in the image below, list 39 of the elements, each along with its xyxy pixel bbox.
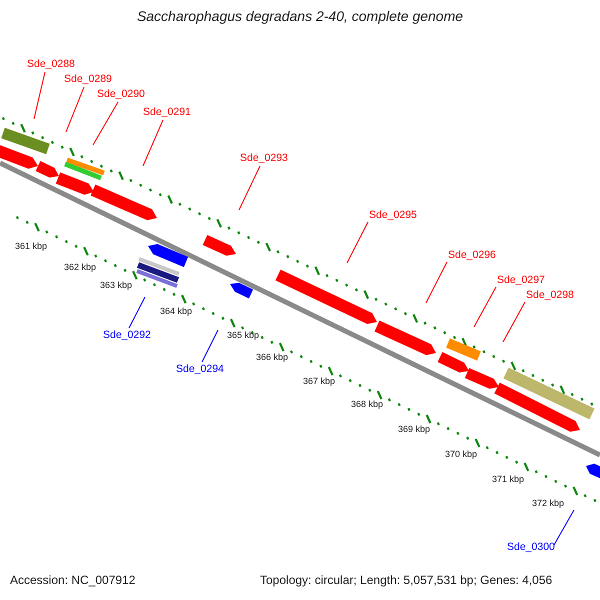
footer-text: Accession: NC_007912	[10, 574, 136, 587]
scale-label: 366 kbp	[256, 351, 288, 364]
leader-line	[426, 262, 448, 304]
leader-line	[66, 86, 84, 132]
gene-label: Sde_0300	[507, 541, 555, 554]
gene-label: Sde_0297	[497, 274, 545, 287]
scale-label: 372 kbp	[532, 497, 564, 510]
gene-label: Sde_0298	[526, 289, 574, 302]
scale-label: 371 kbp	[492, 473, 524, 486]
gene-label: Sde_0289	[64, 73, 112, 86]
gene-label: Sde_0288	[27, 58, 75, 71]
leader-line	[128, 296, 146, 328]
leader-line	[92, 102, 118, 146]
leader-line	[474, 286, 496, 328]
scale-label: 368 kbp	[351, 398, 384, 411]
scale-label: 361 kbp	[15, 240, 48, 253]
scale-label: 365 kbp	[227, 329, 260, 342]
gene-label: Sde_0293	[240, 152, 288, 165]
leader-line	[142, 120, 164, 166]
scale-label: 367 kbp	[303, 375, 336, 388]
scale-label: 364 kbp	[160, 305, 192, 318]
leader-line	[346, 222, 368, 264]
scale-label: 369 kbp	[398, 423, 430, 436]
leader-line	[34, 72, 46, 120]
scale-label: 362 kbp	[64, 261, 96, 274]
footer-text: Topology: circular; Length: 5,057,531 bp; Genes: 4,056	[260, 574, 552, 587]
gene-label: Sde_0290	[97, 88, 145, 101]
gene-label: Sde_0292	[103, 329, 151, 342]
gene-label: Sde_0296	[448, 249, 496, 262]
diagram-title: Saccharophagus degradans 2-40, complete genome	[136, 10, 464, 23]
gene-label: Sde_0295	[369, 209, 417, 222]
scale-label: 370 kbp	[445, 448, 478, 461]
leader-line	[238, 166, 260, 210]
scale-label: 363 kbp	[100, 279, 132, 292]
gene-label: Sde_0294	[176, 363, 224, 376]
leader-line	[554, 510, 574, 546]
gene-label: Sde_0291	[143, 106, 191, 119]
leader-line	[202, 330, 218, 362]
leader-line	[502, 302, 526, 342]
